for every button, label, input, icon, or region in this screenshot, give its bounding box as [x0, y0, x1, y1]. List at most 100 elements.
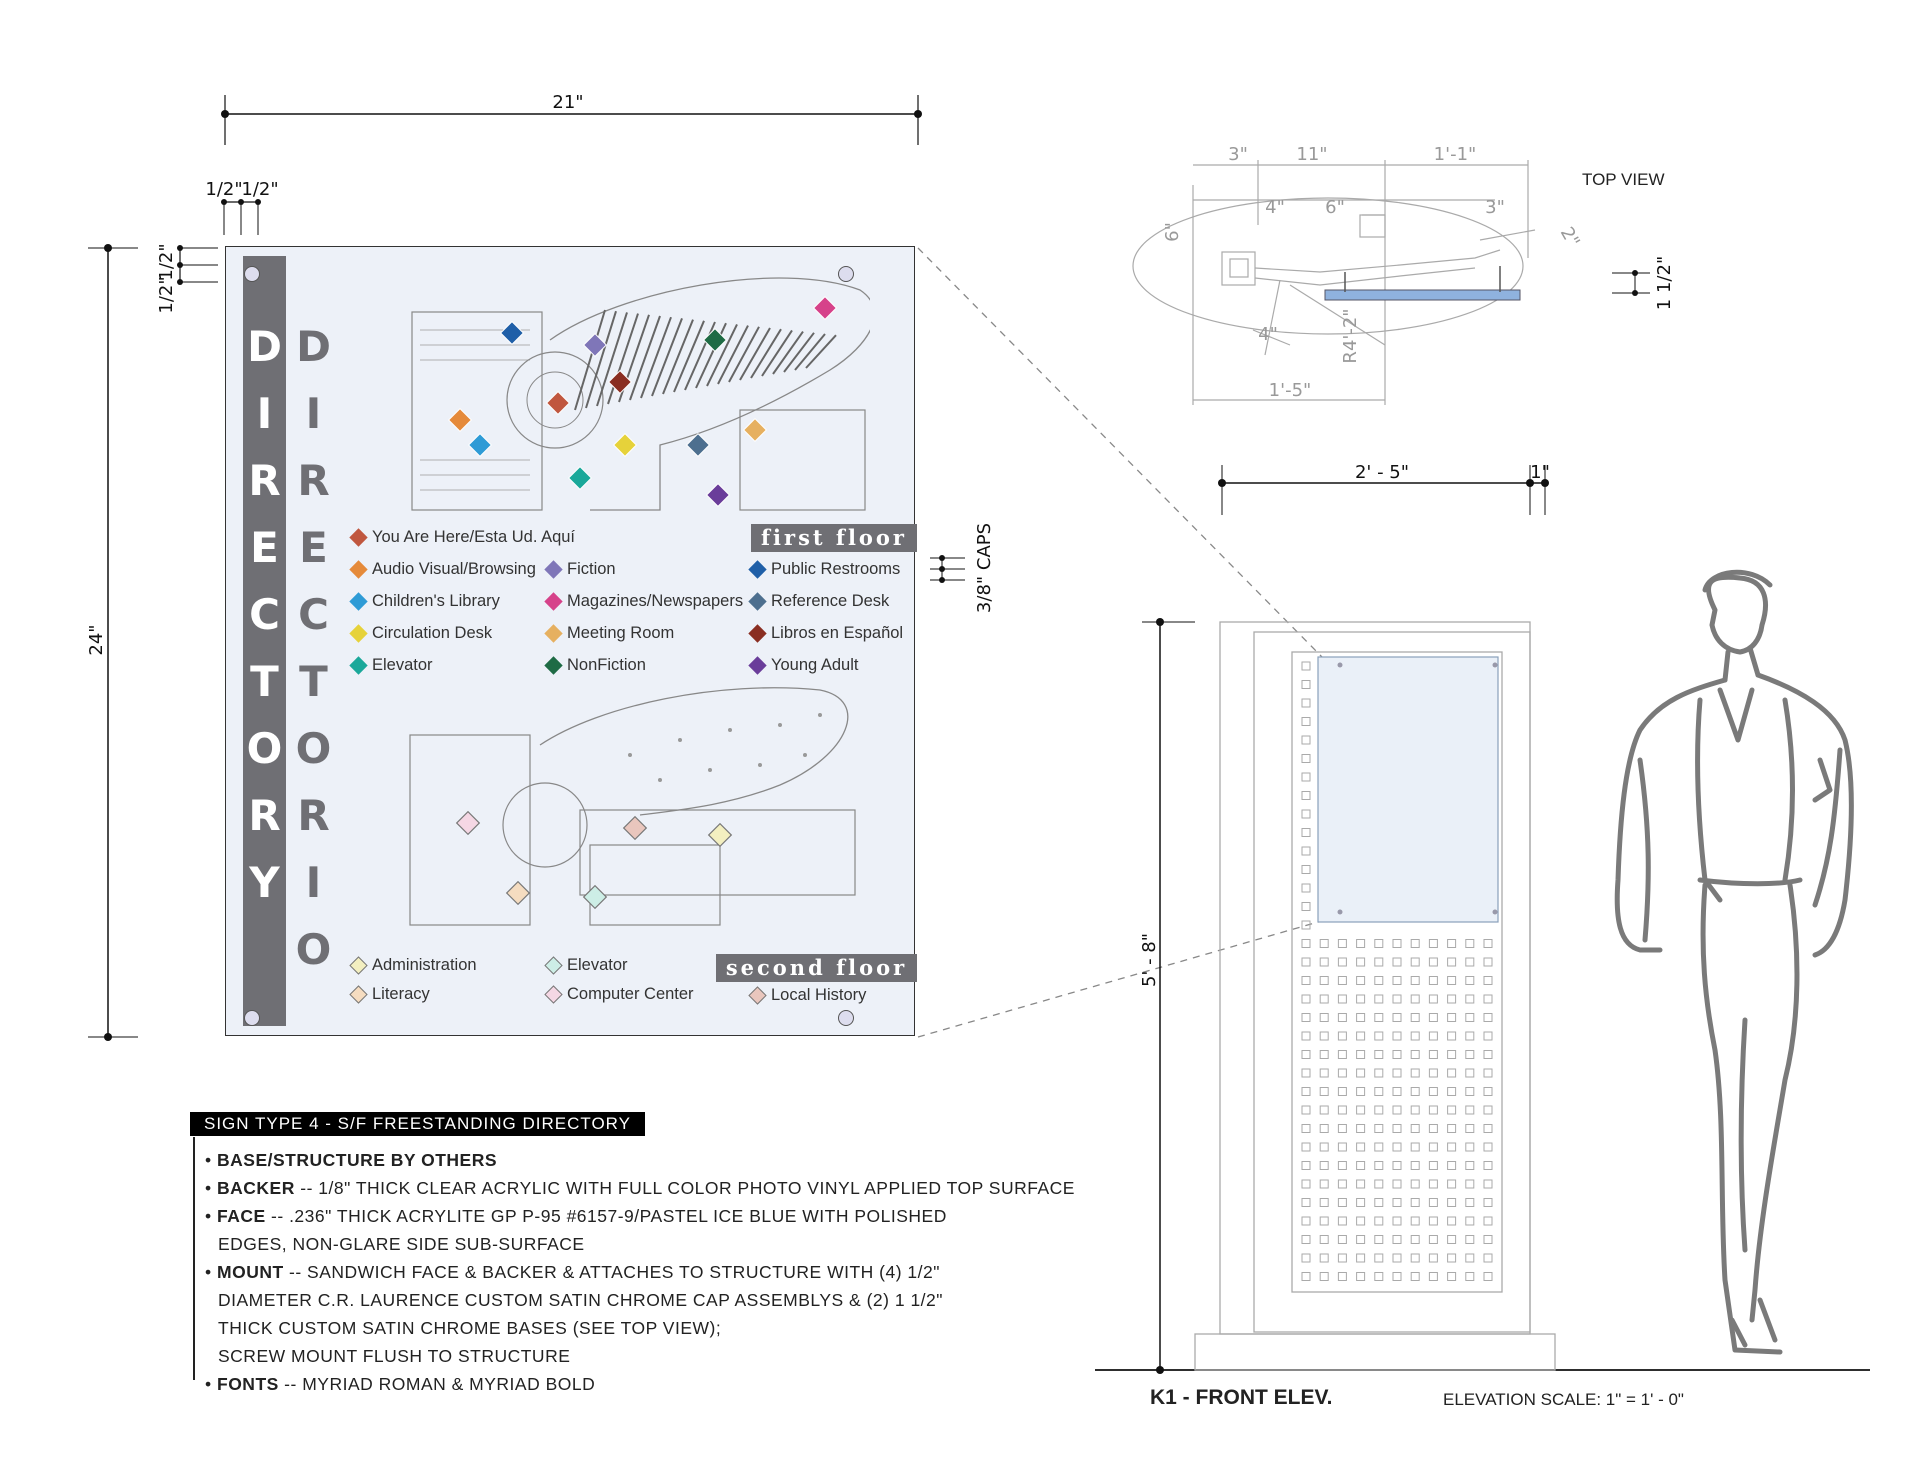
perforation-hole: [1428, 1105, 1438, 1115]
perforation-hole: [1410, 957, 1420, 967]
perforation-hole: [1410, 1272, 1420, 1281]
legend-marker-icon: [544, 985, 563, 1004]
perforation-hole: [1447, 994, 1457, 1004]
note-mount: • MOUNT -- SANDWICH FACE & BACKER & ATTA…: [205, 1262, 940, 1282]
freestanding-structure: [1194, 621, 1556, 1371]
perforation-hole: [1319, 1272, 1329, 1281]
note-mount-text-4: SCREW MOUNT FLUSH TO STRUCTURE: [218, 1346, 571, 1366]
stack-shelf: [585, 310, 617, 409]
dim-5-8: 5' - 8": [1139, 933, 1160, 987]
tv-dim-4a: 4": [1265, 197, 1285, 218]
perforation-hole: [1337, 994, 1347, 1004]
perforation-hole: [1483, 1105, 1493, 1115]
perforation-hole: [1410, 1161, 1420, 1170]
top-view-drawing: [1132, 160, 1536, 405]
perforation-hole: [1301, 1253, 1311, 1263]
perforation-hole: [1428, 1235, 1438, 1244]
tv-dim-2: 2": [1556, 223, 1584, 251]
legend-item: Elevator: [544, 956, 628, 975]
perforation-hole: [1356, 1198, 1366, 1207]
perforation-hole: [1301, 1050, 1311, 1059]
perforation-hole: [1337, 1013, 1347, 1022]
note-mount-text-2: DIAMETER C.R. LAURENCE CUSTOM SATIN CHRO…: [218, 1290, 943, 1310]
perforation-hole: [1374, 1216, 1384, 1226]
title-en-letter: R: [248, 791, 281, 840]
perforation-hole: [1465, 1216, 1475, 1226]
floor-plan-marker: [567, 465, 593, 491]
tv-dim-6b: 6": [1325, 197, 1345, 218]
perforation-hole: [1465, 1068, 1475, 1078]
perforation-hole: [1483, 1272, 1493, 1281]
legend-label: Libros en Español: [771, 624, 904, 642]
perforation-hole: [1374, 1050, 1384, 1059]
perforation-hole: [1319, 1087, 1329, 1096]
note-face-text-2: EDGES, NON-GLARE SIDE SUB-SURFACE: [218, 1234, 585, 1254]
legend-marker-icon: [544, 656, 563, 675]
perforation-hole: [1392, 1198, 1402, 1207]
perforation-hole: [1301, 1105, 1311, 1115]
legend-marker-icon: [349, 656, 368, 675]
perforation-hole: [1356, 1216, 1366, 1226]
legend-label: Literacy: [372, 985, 430, 1003]
floor-plan-marker: [582, 332, 608, 358]
floor-plan-marker: [505, 880, 531, 906]
legend-marker-icon: [544, 956, 563, 975]
human-figure: [1614, 569, 1854, 1355]
stack-shelf: [739, 327, 771, 381]
perforation-hole: [1410, 1142, 1420, 1152]
perforation-hole: [1319, 939, 1329, 948]
perforation-hole: [1356, 1142, 1366, 1152]
perforation-hole: [1356, 1235, 1366, 1244]
legend-item: Fiction: [544, 560, 616, 579]
perforation-hole: [1374, 1235, 1384, 1244]
perforation-hole: [1356, 939, 1366, 948]
perforation-hole: [1410, 1031, 1420, 1041]
legend-marker-icon: [349, 985, 368, 1004]
perforation-hole: [1301, 680, 1311, 689]
legend-marker-icon: [748, 592, 767, 611]
column-dot: [658, 778, 662, 782]
perforation-hole: [1374, 994, 1384, 1004]
perforation-hole: [1447, 1216, 1457, 1226]
perforation-hole: [1483, 1142, 1493, 1152]
floor-plan-marker: [702, 327, 728, 353]
floor-plan-marker: [622, 815, 648, 841]
perforation-hole: [1374, 939, 1384, 948]
perforation-hole: [1356, 1031, 1366, 1041]
perforation-hole: [1428, 1142, 1438, 1152]
perforation-hole: [1337, 976, 1347, 985]
perforation-hole: [1392, 1235, 1402, 1244]
dim-2-5: 2' - 5": [1355, 462, 1409, 483]
perforation-hole: [1483, 1198, 1493, 1207]
legend-label: Public Restrooms: [771, 560, 901, 578]
perforation-hole: [1374, 1124, 1384, 1133]
perforation-hole: [1319, 1124, 1329, 1133]
perforation-grid: [1301, 661, 1493, 1281]
perforation-hole: [1392, 1013, 1402, 1022]
perforation-hole: [1356, 1068, 1366, 1078]
legend-item: Libros en Español: [748, 624, 904, 643]
legend-item: Magazines/Newspapers: [544, 592, 743, 611]
perforation-hole: [1392, 1179, 1402, 1189]
perforation-hole: [1410, 1050, 1420, 1059]
perforation-hole: [1410, 1087, 1420, 1096]
perforation-hole: [1301, 920, 1311, 930]
dim-1-1-2: 1 1/2": [1654, 256, 1675, 310]
perforation-hole: [1447, 957, 1457, 967]
notes-rule: [193, 1137, 195, 1380]
legend-label: Circulation Desk: [372, 624, 493, 642]
stack-shelf: [717, 325, 749, 385]
perforation-hole: [1374, 1253, 1384, 1263]
floor-plan-marker: [607, 369, 633, 395]
perforation-hole: [1447, 1179, 1457, 1189]
dim-half-b: 1/2": [241, 179, 278, 200]
cap-bottom-right: [838, 1010, 854, 1026]
dim-half-left-b: 1/2": [156, 276, 177, 313]
perforation-hole: [1319, 957, 1329, 967]
perforation-hole: [1301, 939, 1311, 948]
perforation-hole: [1356, 994, 1366, 1004]
legend-item: Audio Visual/Browsing: [349, 560, 536, 579]
title-en-letter: I: [256, 389, 273, 438]
legend-marker-icon: [544, 560, 563, 579]
floor-plan-marker: [705, 482, 731, 508]
